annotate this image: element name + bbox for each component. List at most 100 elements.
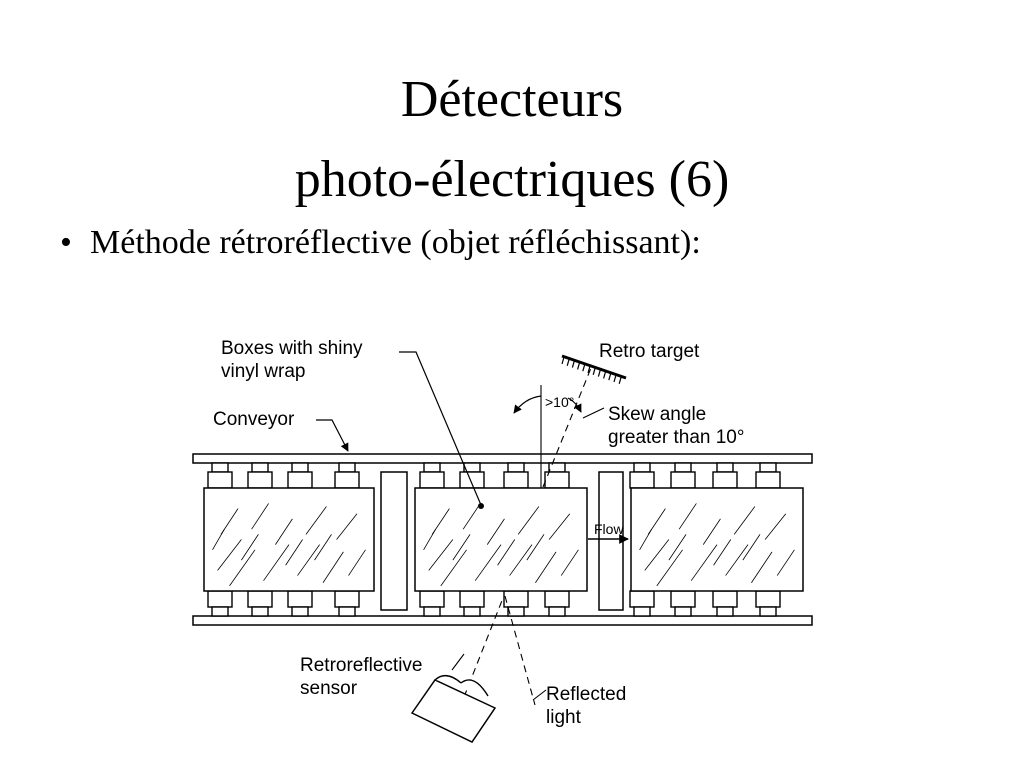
shine-hatch xyxy=(678,503,697,530)
beam-reflected xyxy=(504,595,536,706)
shine-hatch xyxy=(644,539,670,571)
bullet-text: Méthode rétroréflective (objet réfléchis… xyxy=(90,224,701,261)
shine-hatch xyxy=(440,549,467,587)
reflected-light-leader xyxy=(532,689,547,701)
shine-hatch xyxy=(263,544,290,581)
label-boxes-line2: vinyl wrap xyxy=(221,361,305,382)
roller xyxy=(247,590,273,608)
roller xyxy=(247,471,273,489)
roller xyxy=(629,471,655,489)
roller-shaft xyxy=(759,606,777,617)
shine-hatch xyxy=(497,539,516,566)
roller-shaft xyxy=(251,606,269,617)
roller xyxy=(755,471,781,489)
shine-hatch xyxy=(690,544,718,581)
shine-hatch xyxy=(725,544,749,576)
roller xyxy=(459,590,485,608)
roller-shaft xyxy=(633,462,651,473)
roller-shaft xyxy=(291,462,309,473)
roller-shaft xyxy=(423,462,441,473)
roller xyxy=(670,590,696,608)
target-tooth xyxy=(577,362,581,370)
box-right xyxy=(630,487,804,592)
shine-hatch xyxy=(713,539,732,566)
shine-hatch xyxy=(776,549,795,576)
target-tooth xyxy=(592,367,596,375)
roller xyxy=(334,471,360,489)
retroreflective-sensor-icon xyxy=(410,675,497,743)
roller xyxy=(287,590,313,608)
skew-leader xyxy=(582,407,605,419)
roller xyxy=(503,471,529,489)
label-reflected-line2: light xyxy=(546,707,582,728)
shine-hatch xyxy=(241,534,259,561)
box-left xyxy=(203,487,375,592)
label-sensor-line2: sensor xyxy=(300,678,358,699)
shine-hatch xyxy=(217,539,242,571)
shine-hatch xyxy=(251,503,269,530)
label-sensor-line1: Retroreflective xyxy=(300,655,423,676)
shine-hatch xyxy=(486,518,505,545)
label-skew-line1: Skew angle xyxy=(608,404,706,425)
roller-shaft xyxy=(674,606,692,617)
label-boxes-line1: Boxes with shiny xyxy=(221,338,363,359)
roller-shaft xyxy=(759,462,777,473)
shine-hatch xyxy=(348,549,366,576)
roller xyxy=(334,590,360,608)
sensor-leader xyxy=(451,653,465,671)
angle-arc xyxy=(513,395,582,414)
roller-shaft xyxy=(507,462,525,473)
roller-shaft xyxy=(251,462,269,473)
shine-hatch xyxy=(742,534,761,561)
label-conveyor: Conveyor xyxy=(213,409,295,430)
shine-hatch xyxy=(314,534,332,561)
shine-hatch xyxy=(423,528,436,551)
roller-shaft xyxy=(463,606,481,617)
roller xyxy=(419,590,445,608)
shine-hatch xyxy=(428,539,454,571)
shine-hatch xyxy=(639,528,652,551)
roller-shaft xyxy=(423,606,441,617)
shine-hatch xyxy=(285,539,303,566)
roller-shaft xyxy=(211,462,229,473)
shine-hatch xyxy=(548,513,571,540)
shine-hatch xyxy=(229,549,256,587)
retro-target xyxy=(561,354,627,384)
roller-shaft xyxy=(291,606,309,617)
shine-hatch xyxy=(764,513,787,540)
target-tooth xyxy=(603,371,607,379)
target-tooth xyxy=(561,356,565,365)
shine-hatch xyxy=(526,534,545,561)
roller xyxy=(459,471,485,489)
label-flow: Flow xyxy=(594,521,624,537)
roller xyxy=(503,590,529,608)
slide-title-line1: Détecteurs xyxy=(400,71,624,128)
shine-hatch xyxy=(212,528,225,551)
shine-hatch xyxy=(297,544,320,576)
target-tooth xyxy=(608,373,612,381)
roller-shaft xyxy=(211,606,229,617)
shine-hatch xyxy=(656,549,683,587)
shine-hatch xyxy=(668,534,687,561)
shine-hatch xyxy=(509,544,533,576)
bullet-marker: • xyxy=(60,224,72,261)
roller xyxy=(629,590,655,608)
roller xyxy=(207,590,233,608)
conveyor-separator xyxy=(380,471,408,611)
target-tooth xyxy=(571,360,575,368)
shine-hatch xyxy=(733,506,756,535)
label-angle: >10° xyxy=(545,394,574,410)
roller xyxy=(419,471,445,489)
label-reflected-line1: Reflected xyxy=(546,684,626,705)
boxes-leader xyxy=(399,351,484,509)
shine-hatch xyxy=(322,551,344,583)
label-skew-line2: greater than 10° xyxy=(608,427,744,448)
roller-shaft xyxy=(716,606,734,617)
conveyor-bottom-rail xyxy=(192,615,813,626)
label-retro-target: Retro target xyxy=(599,341,700,362)
roller xyxy=(670,471,696,489)
box-center xyxy=(414,487,588,592)
shine-hatch xyxy=(535,551,557,583)
shine-hatch xyxy=(336,513,358,540)
